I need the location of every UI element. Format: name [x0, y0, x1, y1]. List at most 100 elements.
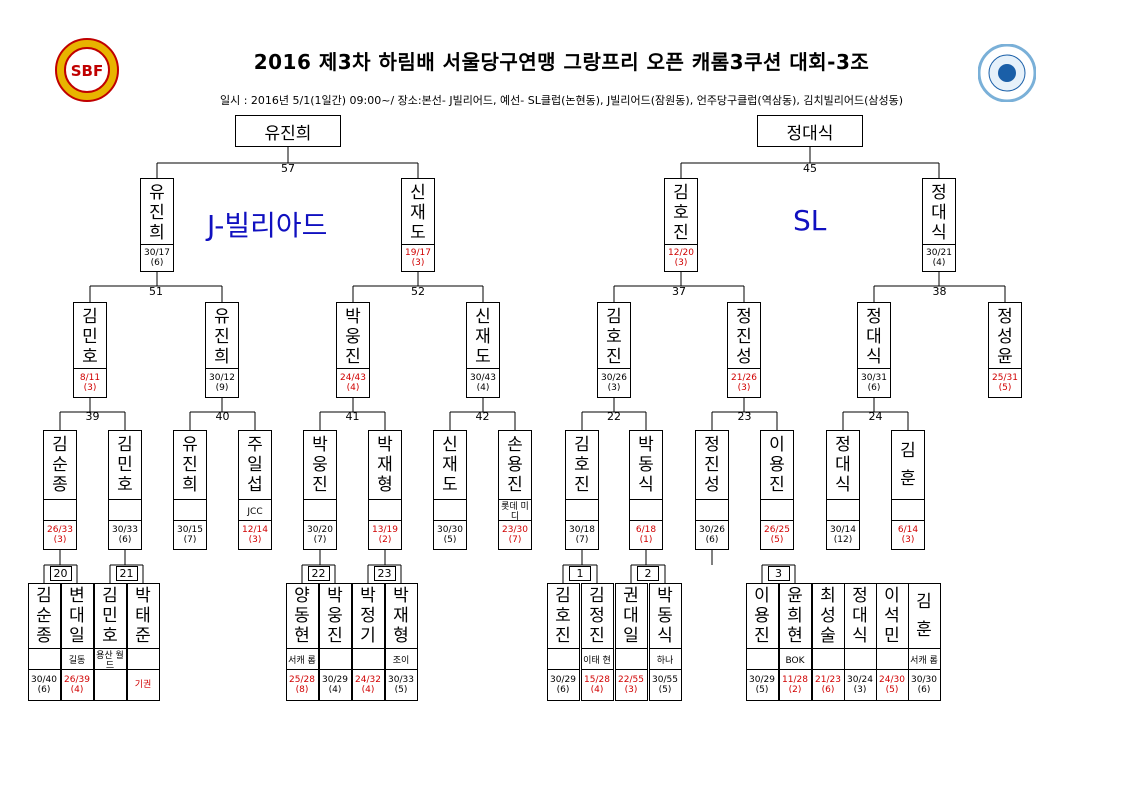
player-affiliation [304, 499, 336, 524]
right-sf-match-0: 37 [672, 285, 686, 298]
player-score: 30/18(7) [566, 520, 598, 549]
player-score: 12/20(3) [665, 244, 697, 271]
player-score: 8/11(3) [74, 368, 106, 397]
right-champion-box: 정대식 [757, 115, 863, 147]
player-affiliation: 서캐 롬 [286, 648, 318, 673]
player-score: 15/28(4) [581, 669, 613, 700]
player-score: 6/18(1) [630, 520, 662, 549]
svg-text:SBF: SBF [71, 62, 103, 80]
player-score: 30/33(6) [109, 520, 141, 549]
player-affiliation: BOK [779, 648, 811, 673]
player-score: 30/29(4) [319, 669, 351, 700]
player-score: 6/14(3) [892, 520, 924, 549]
player-score: 12/14(3) [239, 520, 271, 549]
player-score: 30/43(4) [467, 368, 499, 397]
player-affiliation [812, 648, 844, 673]
player-score: 30/15(7) [174, 520, 206, 549]
right-r32-match-1: 2 [637, 566, 659, 581]
player-score: 11/28(2) [779, 669, 811, 700]
left-qf-match-1: 40 [215, 410, 230, 423]
right-qf-match-2: 24 [868, 410, 883, 423]
player-score: 26/39(4) [61, 669, 93, 700]
player-score: 30/12(9) [206, 368, 238, 397]
player-score: 30/31(6) [858, 368, 890, 397]
player-affiliation [630, 499, 662, 524]
player-score: 26/25(5) [761, 520, 793, 549]
player-affiliation [44, 499, 76, 524]
player-affiliation: JCC [239, 499, 271, 524]
player-affiliation [109, 499, 141, 524]
left-club-label: J-빌리아드 [207, 209, 328, 242]
player-affiliation [369, 499, 401, 524]
player-score: 30/20(7) [304, 520, 336, 549]
player-affiliation: 길동 [61, 648, 93, 673]
left-sf-match-1: 52 [411, 285, 425, 298]
player-affiliation [28, 648, 60, 673]
right-sf-match-1: 38 [932, 285, 947, 298]
player-score: 25/31(5) [989, 368, 1021, 397]
player-affiliation [696, 499, 728, 524]
player-score: 30/40(6) [28, 669, 60, 700]
player-score: 30/24(3) [844, 669, 876, 700]
left-r32-match-2: 22 [307, 566, 330, 581]
player-score: 30/29(5) [746, 669, 778, 700]
player-affiliation: 조이 [385, 648, 417, 673]
player-affiliation: 하나 [649, 648, 681, 673]
player-score: 30/14(12) [827, 520, 859, 549]
player-score: 23/30(7) [499, 520, 531, 549]
player-affiliation: 용산 월드 [94, 648, 126, 673]
right-club-label: SL [793, 204, 827, 237]
sbf-logo: SBF [55, 38, 119, 102]
player-score: 22/55(3) [615, 669, 647, 700]
right-r32-match-0: 1 [569, 566, 591, 581]
